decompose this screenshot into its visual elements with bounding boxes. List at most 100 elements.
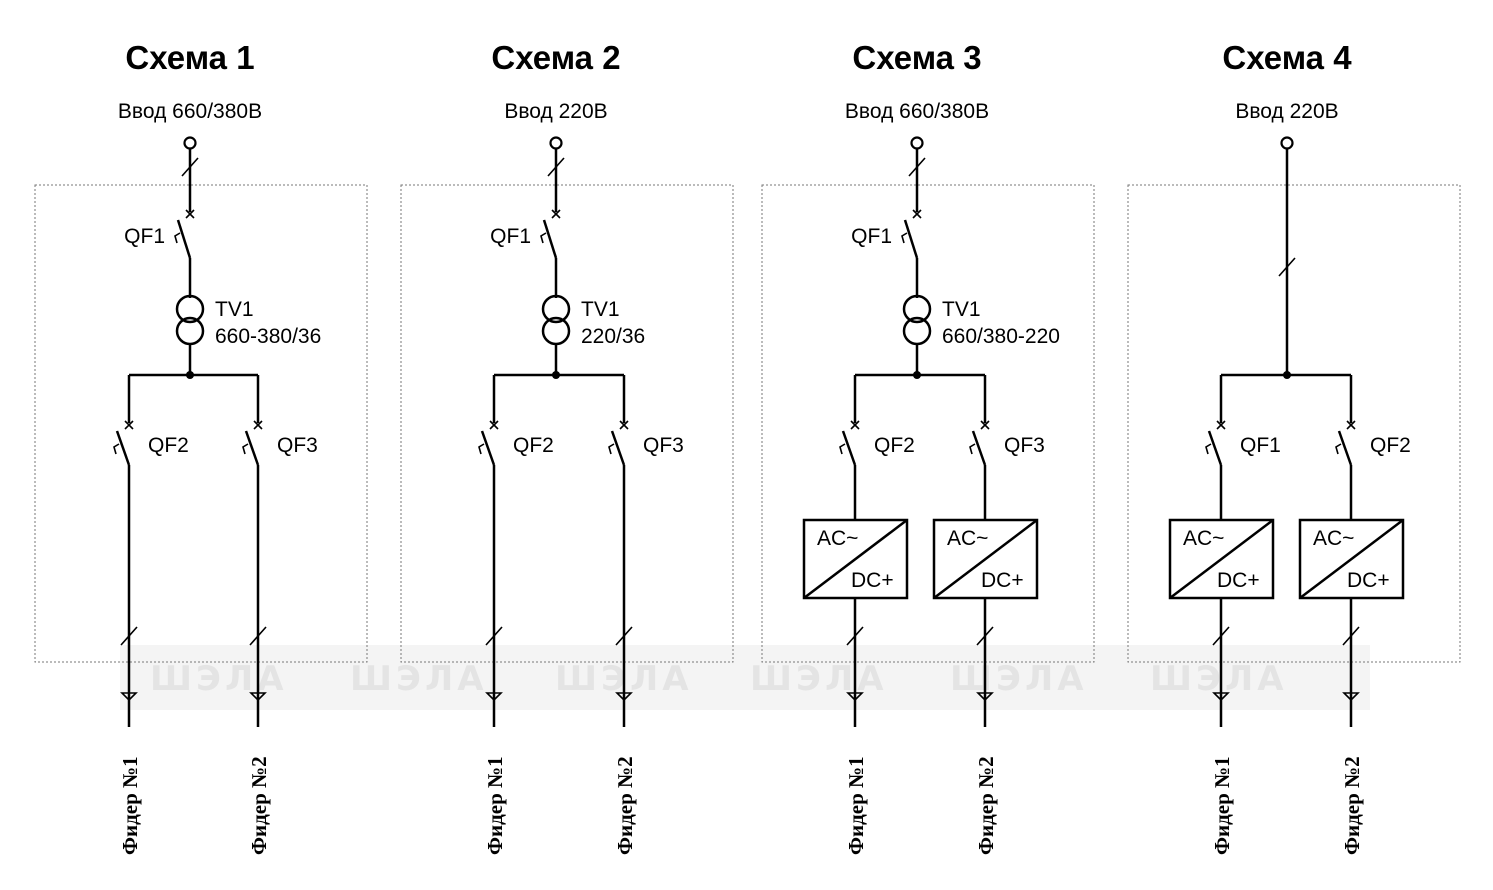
circuit-breaker: QF2 bbox=[478, 420, 554, 466]
breaker-trip-mark bbox=[912, 209, 922, 219]
junction-dot bbox=[552, 371, 560, 379]
breaker-actuator bbox=[608, 443, 615, 455]
multi-wire-mark bbox=[249, 626, 267, 646]
trip-stroke bbox=[1216, 420, 1226, 430]
transformer-rating: 220/36 bbox=[581, 325, 645, 348]
converter-dc-label: DC+ bbox=[1217, 569, 1260, 592]
feeder-arrow bbox=[1342, 692, 1360, 702]
transformer-rating: 660/380-220 bbox=[942, 325, 1060, 348]
breaker-blade bbox=[1207, 430, 1223, 466]
breaker-trip-mark bbox=[253, 420, 263, 430]
feeder-arrow bbox=[1212, 692, 1230, 702]
breaker-label: QF2 bbox=[874, 434, 915, 457]
transformer: TV1 660/380-220 bbox=[902, 294, 1060, 348]
transformer-name: TV1 bbox=[942, 298, 981, 321]
breaker-label: QF3 bbox=[1004, 434, 1045, 457]
circuit-breaker: QF2 bbox=[1335, 420, 1411, 466]
input-label: Ввод 660/380В bbox=[845, 100, 989, 123]
scheme-title: Схема 1 bbox=[125, 39, 254, 76]
converter-diagonal bbox=[1299, 519, 1404, 599]
breaker-label: QF1 bbox=[124, 225, 165, 248]
input-label: Ввод 660/380В bbox=[118, 100, 262, 123]
breaker-label: QF1 bbox=[490, 225, 531, 248]
junction-dot bbox=[1283, 371, 1291, 379]
scheme-title: Схема 2 bbox=[491, 39, 620, 76]
feeder-label: Фидер №1 bbox=[118, 756, 142, 855]
breaker-trip-mark bbox=[1216, 420, 1226, 430]
feeder-label: Фидер №2 bbox=[613, 756, 637, 855]
converter-dc-label: DC+ bbox=[851, 569, 894, 592]
watermark-text: ШЭЛА bbox=[950, 659, 1088, 699]
ac-dc-converter: AC~DC+ bbox=[1298, 518, 1405, 600]
breaker-trip-mark bbox=[850, 420, 860, 430]
multi-wire-mark bbox=[908, 157, 926, 177]
feeder-arrow bbox=[485, 692, 503, 702]
ac-dc-converter: AC~DC+ bbox=[802, 518, 909, 600]
breaker-actuator bbox=[478, 443, 485, 455]
feeder-label: Фидер №2 bbox=[1340, 756, 1364, 855]
converter-diagonal bbox=[803, 519, 908, 599]
converter-ac-label: AC~ bbox=[947, 527, 988, 550]
watermark-text: ШЭЛА bbox=[750, 659, 888, 699]
ac-dc-converter: AC~DC+ bbox=[932, 518, 1039, 600]
trip-stroke bbox=[619, 420, 629, 430]
breaker-actuator bbox=[1205, 443, 1212, 455]
breaker-label: QF1 bbox=[1240, 434, 1281, 457]
circuit-breaker: QF1 bbox=[124, 209, 195, 259]
breaker-actuator bbox=[839, 443, 846, 455]
feeder-label: Фидер №1 bbox=[483, 756, 507, 855]
breaker-trip-mark bbox=[980, 420, 990, 430]
transformer-rating: 660-380/36 bbox=[215, 325, 321, 348]
breaker-trip-mark bbox=[489, 420, 499, 430]
feeder-arrow bbox=[615, 692, 633, 702]
breaker-label: QF1 bbox=[851, 225, 892, 248]
breaker-label: QF2 bbox=[148, 434, 189, 457]
input-label: Ввод 220В bbox=[1235, 100, 1338, 123]
transformer-name: TV1 bbox=[581, 298, 620, 321]
multi-wire-mark bbox=[846, 626, 864, 646]
breaker-label: QF2 bbox=[1370, 434, 1411, 457]
circuit-breaker: QF1 bbox=[851, 209, 922, 259]
transformer-winding-primary bbox=[541, 294, 571, 324]
watermark-text: ШЭЛА bbox=[150, 659, 288, 699]
trip-stroke bbox=[489, 420, 499, 430]
ac-dc-converter: AC~ DC+ bbox=[1168, 518, 1275, 600]
breaker-actuator bbox=[242, 443, 249, 455]
feeder-arrow bbox=[249, 692, 267, 702]
multi-wire-mark bbox=[615, 626, 633, 646]
cabinet-frame bbox=[761, 184, 1095, 663]
feeder-label: Фидер №1 bbox=[844, 756, 868, 855]
transformer-name: TV1 bbox=[215, 298, 254, 321]
trip-stroke bbox=[551, 209, 561, 219]
multi-wire-mark bbox=[120, 626, 138, 646]
feeder-label: Фидер №1 bbox=[1210, 756, 1234, 855]
scheme-title: Схема 3 bbox=[852, 39, 981, 76]
circuit-breaker: QF3 bbox=[242, 420, 318, 466]
multi-wire-mark bbox=[547, 157, 565, 177]
input-terminal bbox=[549, 136, 563, 150]
breaker-actuator bbox=[901, 232, 908, 244]
converter-ac-label: AC~ bbox=[1183, 527, 1224, 550]
breaker-blade bbox=[244, 430, 260, 466]
breaker-trip-mark bbox=[619, 420, 629, 430]
breaker-blade bbox=[1337, 430, 1353, 466]
breaker-trip-mark bbox=[551, 209, 561, 219]
trip-stroke bbox=[1346, 420, 1356, 430]
multi-wire-mark bbox=[1342, 626, 1360, 646]
input-label: Ввод 220В bbox=[504, 100, 607, 123]
circuit-breaker: QF2 bbox=[839, 420, 915, 466]
multi-wire-mark bbox=[485, 626, 503, 646]
breaker-blade bbox=[610, 430, 626, 466]
trip-stroke bbox=[980, 420, 990, 430]
converter-ac-label: AC~ bbox=[1313, 527, 1354, 550]
transformer: TV1 660-380/36 bbox=[175, 294, 321, 348]
breaker-trip-mark bbox=[1346, 420, 1356, 430]
